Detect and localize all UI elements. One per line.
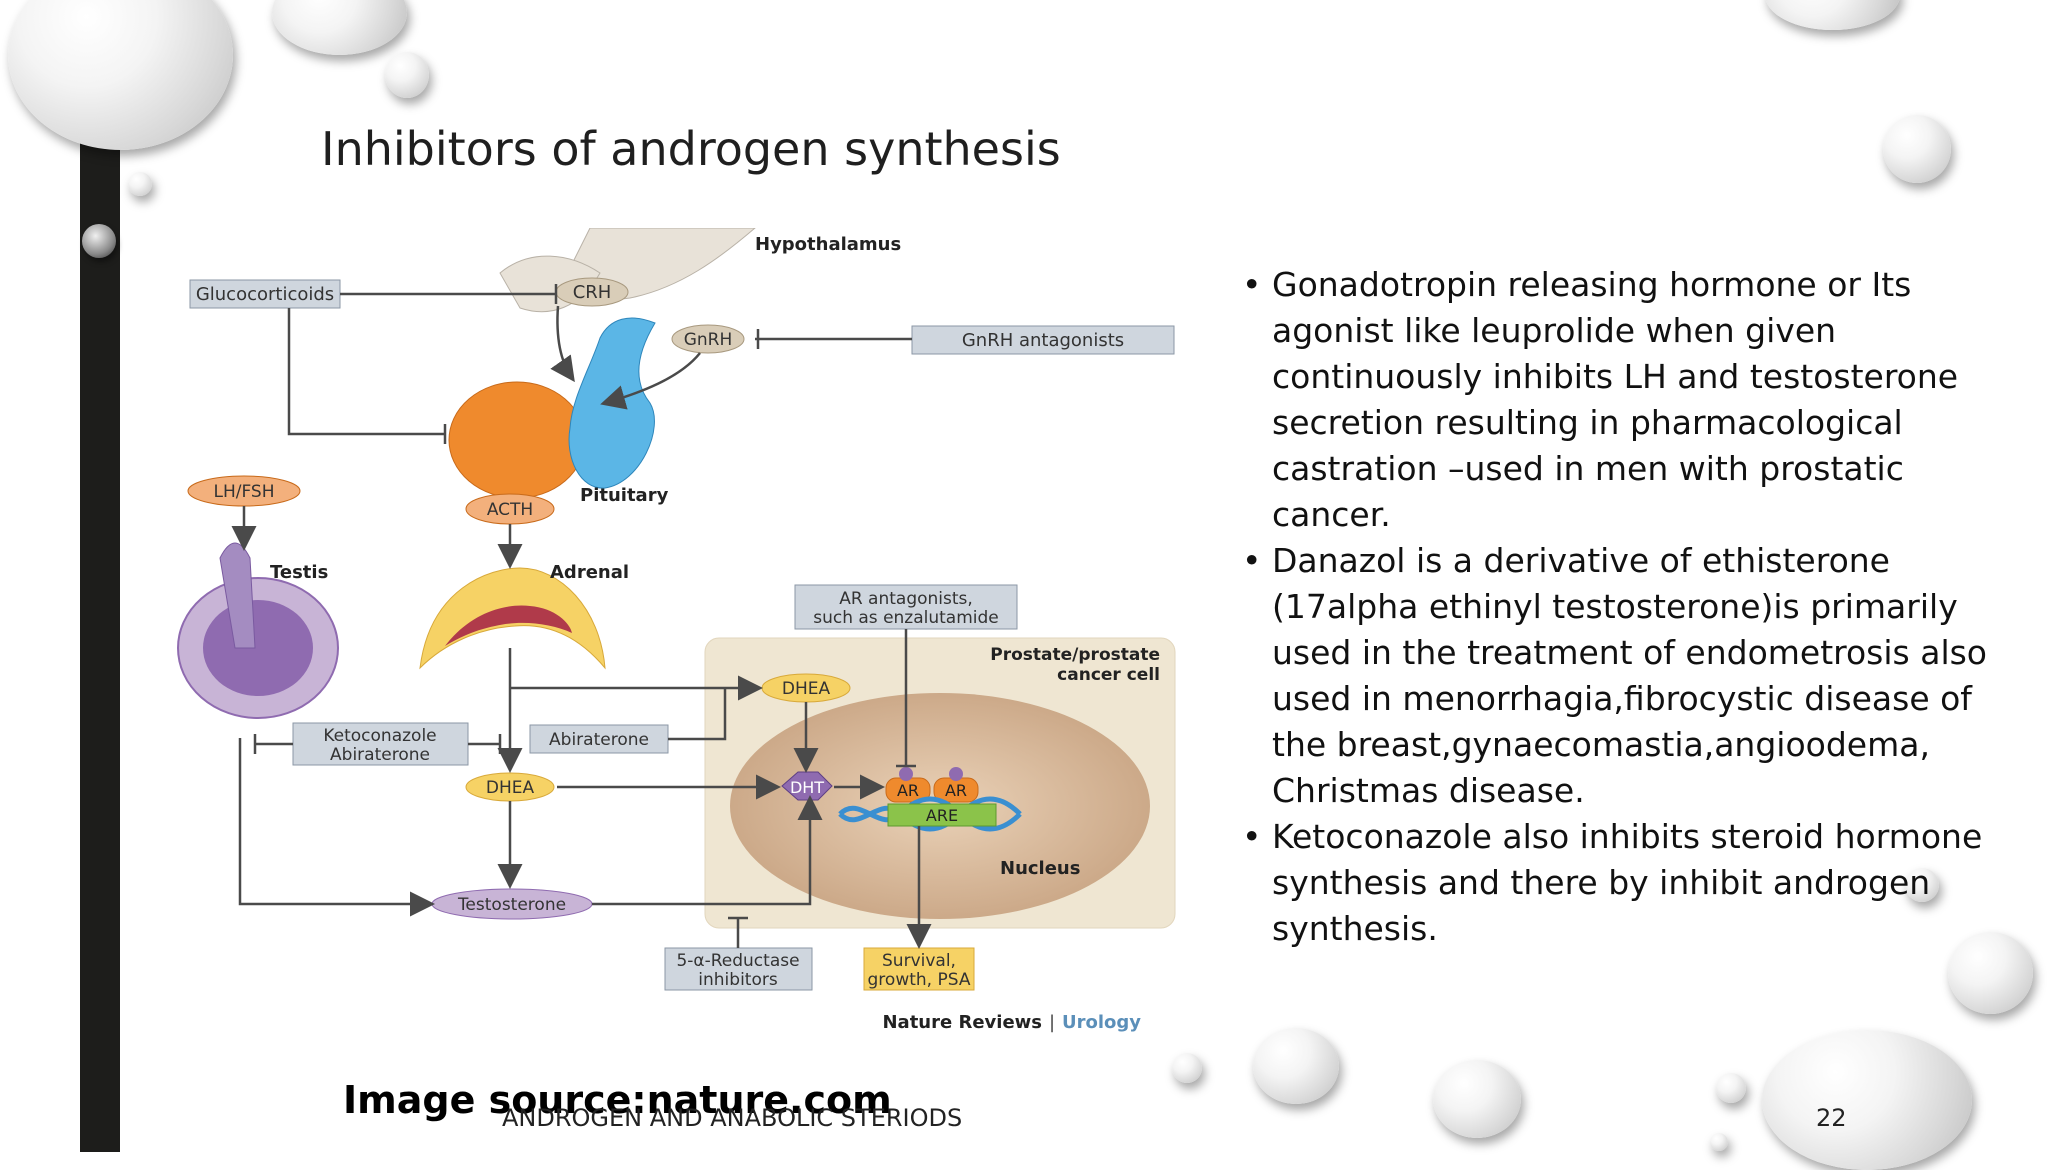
reductase-label-1: 5-α-Reductase [676, 951, 799, 971]
water-drop-decoration [82, 224, 116, 258]
credit-nature-reviews: Nature Reviews [882, 1012, 1042, 1033]
water-drop-decoration [1948, 932, 2033, 1014]
dna-strand-2 [838, 796, 1022, 832]
ketoconazole-label-1: Ketoconazole [323, 726, 436, 746]
page-number: 22 [1816, 1104, 1847, 1132]
are-label: ARE [926, 806, 958, 825]
testosterone-label: Testosterone [457, 895, 566, 915]
survival-label-2: growth, PSA [868, 970, 971, 990]
water-drop-decoration [1433, 1060, 1521, 1138]
bullet-dot-icon: • [1242, 541, 1262, 580]
reductase-inhibitors-box [664, 947, 813, 991]
abiraterone-box [529, 724, 669, 754]
bullet-dot-icon: • [1242, 265, 1262, 304]
water-drop-decoration [1905, 868, 1939, 902]
reductase-label-2: inhibitors [698, 970, 778, 990]
water-drop-decoration [1172, 1053, 1202, 1083]
bullet-text: Danazol is a derivative of ethisterone (… [1272, 541, 1987, 810]
pituitary-label: Pituitary [580, 485, 669, 506]
abiraterone-label: Abiraterone [549, 730, 649, 750]
glucocorticoids-box [189, 279, 341, 309]
ar-label-1: AR [897, 781, 919, 800]
acth-label: ACTH [487, 500, 533, 520]
gnrh-antagonists-label: GnRH antagonists [962, 330, 1124, 351]
bullet-dot-icon: • [1242, 817, 1262, 856]
bullet-text: Ketoconazole also inhibits steroid hormo… [1272, 817, 1983, 948]
ar-label-2: AR [945, 781, 967, 800]
gnrh-oval [671, 324, 745, 354]
bullet-list: • Gonadotropin releasing hormone or Its a… [1238, 262, 1998, 952]
credit-separator: | [1049, 1012, 1055, 1033]
slide-title: Inhibitors of androgen synthesis [321, 122, 1061, 176]
survival-box [863, 947, 975, 991]
credit-urology: Urology [1062, 1012, 1141, 1033]
gnrh-label: GnRH [684, 330, 733, 350]
ar-ligand-2 [949, 767, 963, 781]
bullet-text: Gonadotropin releasing hormone or Its ag… [1272, 265, 1959, 534]
crh-label: CRH [573, 282, 612, 303]
ar-antagonists-label-2: such as enzalutamide [813, 608, 999, 628]
testis-inner [203, 600, 313, 696]
survival-label-1: Survival, [882, 951, 956, 971]
dht-label: DHT [790, 778, 824, 797]
bullet-item: • Gonadotropin releasing hormone or Its a… [1238, 262, 1998, 538]
lh-fsh-label: LH/FSH [213, 482, 274, 502]
prostate-label-2: cancer cell [1057, 665, 1160, 685]
ar-ligand-1 [899, 767, 913, 781]
water-drop-decoration [128, 172, 152, 196]
ketoconazole-box [292, 722, 469, 766]
water-drop-decoration [272, 0, 407, 55]
water-drop-decoration [1762, 1030, 1972, 1170]
image-source-caption: Image source:nature.com [343, 1078, 892, 1122]
water-drop-decoration [1883, 115, 1951, 183]
anterior-pituitary-shape [448, 381, 586, 499]
ar-antagonists-box [794, 584, 1018, 630]
dna-strand [838, 796, 1022, 832]
water-drop-decoration [8, 0, 233, 150]
water-drop-decoration [1253, 1028, 1339, 1104]
hypothalamus-label: Hypothalamus [755, 234, 901, 255]
testis-label: Testis [270, 562, 328, 583]
are-box [887, 803, 997, 827]
androgen-pathway-diagram: Hypothalamus Glucocorticoids CRH GnRH Gn… [160, 227, 1190, 1048]
ketoconazole-label-2: Abiraterone [330, 745, 430, 765]
bullet-item: • Danazol is a derivative of ethisterone … [1238, 538, 1998, 814]
water-drop-decoration [1710, 1133, 1728, 1151]
left-sidebar-bar [80, 0, 120, 1152]
adrenal-label: Adrenal [550, 562, 629, 583]
water-drop-decoration [1765, 0, 1900, 30]
bullet-item: • Ketoconazole also inhibits steroid horm… [1238, 814, 1998, 952]
ar-antagonists-label-1: AR antagonists, [839, 589, 973, 609]
dhea-left-label: DHEA [486, 778, 535, 798]
slide-footer: ANDROGEN AND ANABOLIC STERIODS [502, 1104, 963, 1132]
water-drop-decoration [1716, 1073, 1746, 1103]
posterior-pituitary-shape [568, 317, 656, 489]
gnrh-antagonists-box [911, 325, 1175, 355]
water-drop-decoration [385, 52, 429, 98]
nucleus-label: Nucleus [1000, 858, 1080, 879]
glucocorticoids-label: Glucocorticoids [196, 284, 334, 305]
adrenal-medulla [445, 605, 572, 646]
dhea-top-label: DHEA [782, 679, 831, 699]
prostate-label-1: Prostate/prostate [990, 645, 1160, 665]
